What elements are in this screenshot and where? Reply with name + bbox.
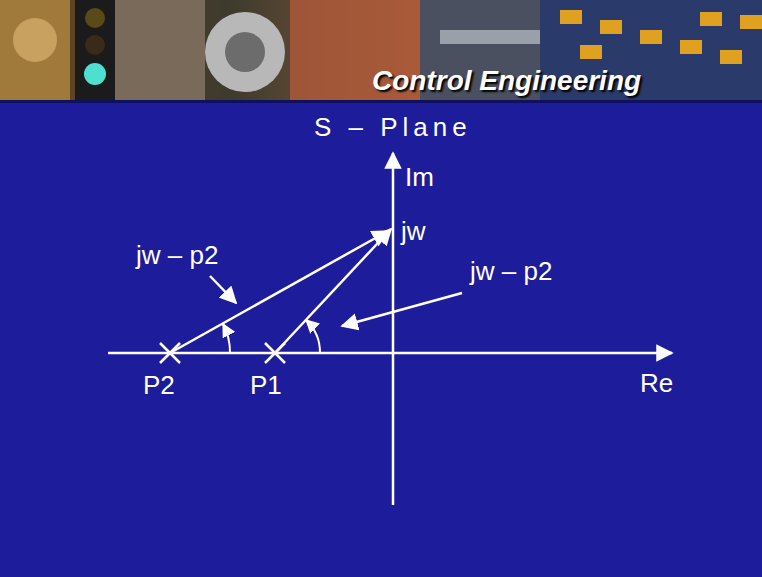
vector-label: jw – p2 bbox=[470, 256, 552, 286]
plane-title: S – Plane bbox=[314, 112, 472, 142]
banner bbox=[0, 0, 762, 103]
real-axis bbox=[108, 352, 672, 355]
leader-arrow bbox=[342, 293, 462, 326]
vector-label: jw – p2 bbox=[136, 240, 218, 270]
banner-title: Control Engineering bbox=[372, 64, 641, 98]
vector-p1 bbox=[275, 229, 391, 353]
point-label: jw bbox=[401, 216, 426, 246]
pole-label: P1 bbox=[250, 370, 282, 400]
pole-label: P2 bbox=[143, 370, 175, 400]
angle-arc bbox=[306, 320, 320, 353]
axis-label: Re bbox=[640, 368, 673, 398]
imaginary-axis bbox=[392, 153, 395, 505]
angle-arc bbox=[223, 324, 230, 353]
pole-crosses bbox=[160, 343, 285, 363]
axis-label: Im bbox=[405, 162, 434, 192]
leader-arrow bbox=[210, 276, 236, 303]
